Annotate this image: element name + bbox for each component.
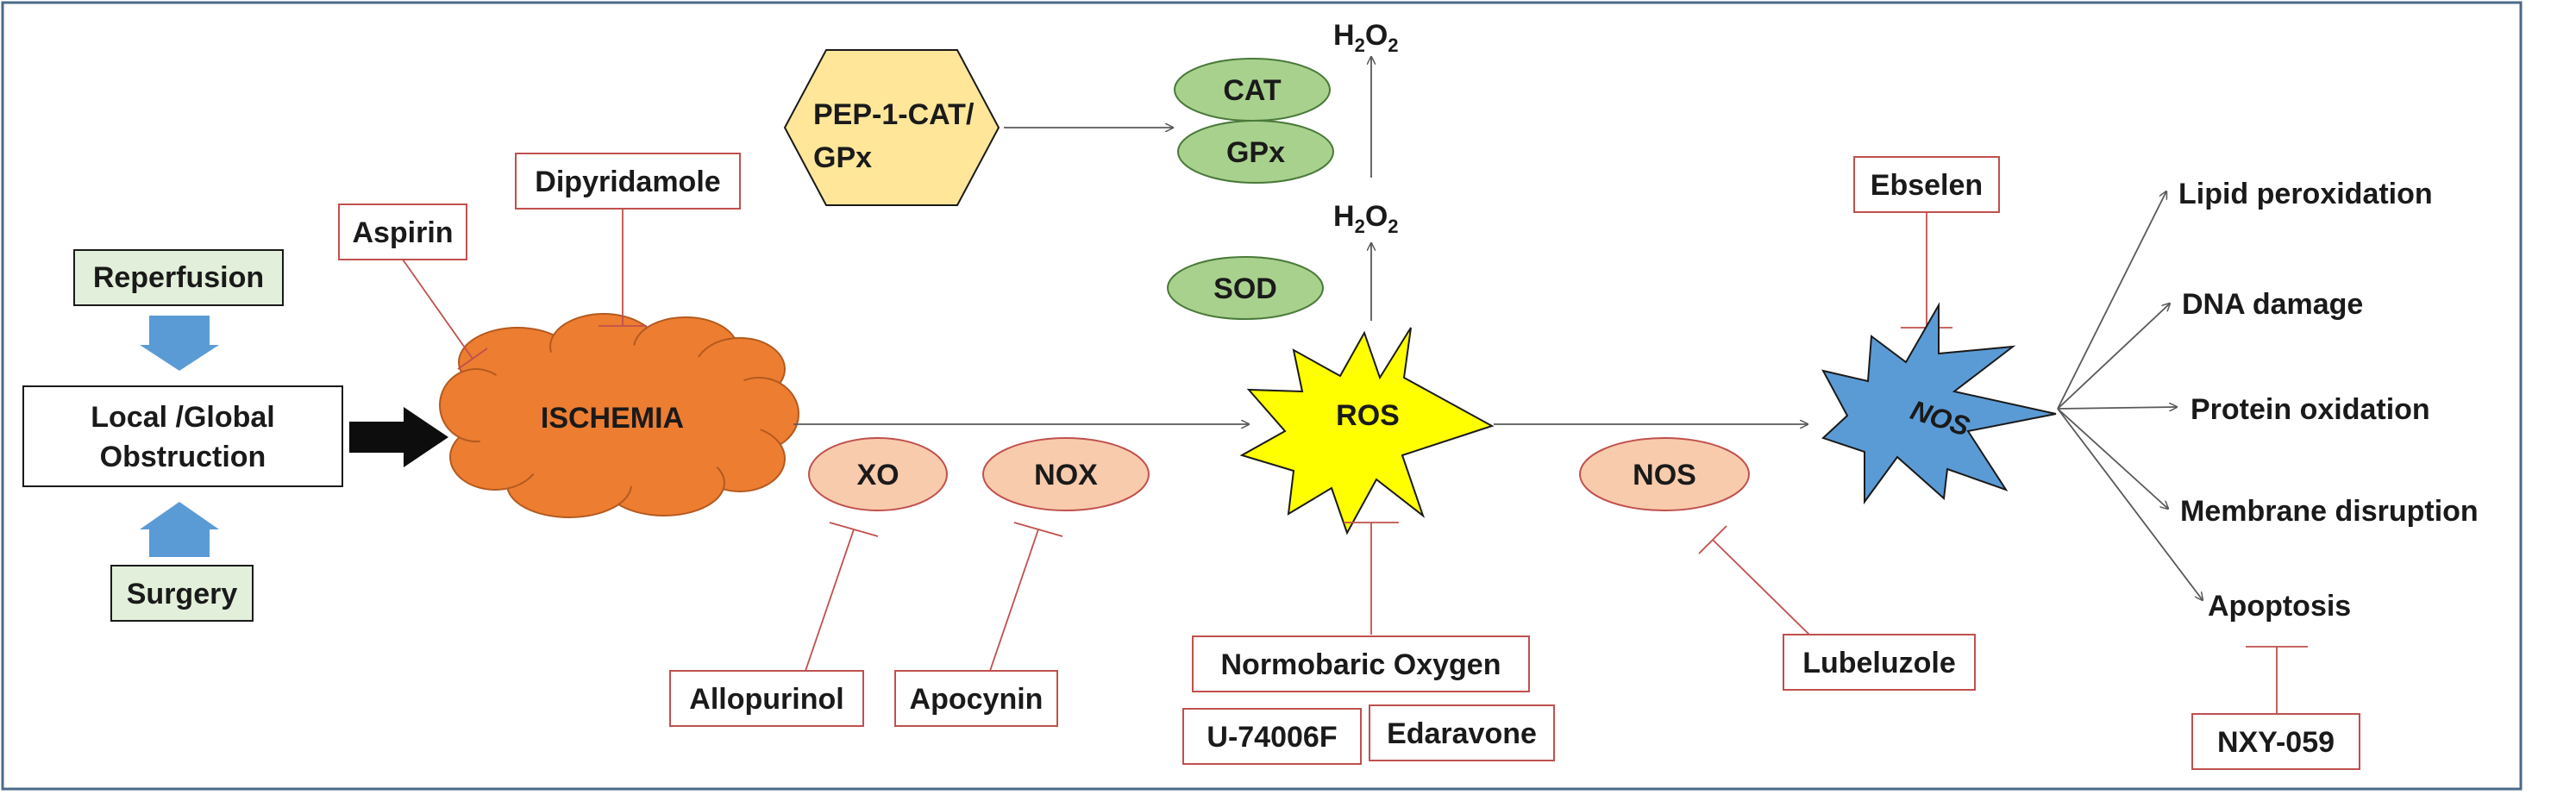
apocynin-inhibition: [989, 522, 1063, 672]
ischemia-cloud: ISCHEMIA: [439, 313, 799, 518]
nxy059-inhibition: [2246, 646, 2308, 714]
gpx-enzyme: GPx: [1177, 120, 1334, 184]
nxy059-box: NXY-059: [2191, 713, 2360, 770]
edaravone-box: Edaravone: [1369, 704, 1555, 761]
reperfusion-box: Reperfusion: [73, 249, 284, 306]
allopurinol-inhibition: [805, 522, 879, 672]
ros-star: ROS: [1239, 327, 1495, 535]
u74006f-box: U-74006F: [1182, 708, 1362, 765]
aspirin-box: Aspirin: [338, 203, 467, 260]
ischemia-label: ISCHEMIA: [541, 402, 684, 435]
reperfusion-down-arrow: [140, 316, 219, 371]
outcome-membrane-disruption: Membrane disruption: [2180, 495, 2479, 528]
cat-label: CAT: [1223, 74, 1282, 107]
lubeluzole-label: Lubeluzole: [1802, 647, 1956, 679]
nxy059-label: NXY-059: [2217, 726, 2335, 759]
surgery-up-arrow: [140, 502, 219, 557]
surgery-box: Surgery: [110, 565, 254, 622]
outcome-lipid-peroxidation: Lipid peroxidation: [2178, 178, 2433, 210]
normobaric-oxygen-box: Normobaric Oxygen: [1192, 635, 1530, 692]
aspirin-label: Aspirin: [352, 216, 453, 249]
xo-enzyme: XO: [808, 437, 948, 511]
outcome-protein-oxidation: Protein oxidation: [2191, 393, 2430, 426]
nox-enzyme: NOX: [982, 437, 1150, 511]
cat-enzyme: CAT: [1174, 58, 1331, 122]
nos-enzyme-label: NOS: [1633, 459, 1696, 491]
obstruction-label-line1: Local /Global: [91, 401, 274, 434]
pep1-cat-gpx-hexagon: PEP-1-CAT/ GPx: [783, 49, 1000, 206]
allopurinol-box: Allopurinol: [669, 670, 864, 727]
h2o2-top-label: H2O2: [1333, 19, 1399, 56]
nox-label: NOX: [1034, 459, 1098, 491]
nos-enzyme: NOS: [1579, 437, 1750, 511]
surgery-label: Surgery: [127, 578, 238, 610]
ebselen-box: Ebselen: [1853, 156, 2000, 213]
nos-star: NOS: [1821, 302, 2057, 505]
edaravone-label: Edaravone: [1387, 717, 1537, 750]
allopurinol-label: Allopurinol: [689, 683, 843, 716]
lubeluzole-box: Lubeluzole: [1783, 634, 1976, 691]
h2o2-mid-label: H2O2: [1333, 200, 1399, 237]
u74006f-label: U-74006F: [1207, 721, 1337, 754]
outcome-apoptosis: Apoptosis: [2208, 590, 2351, 623]
dipyridamole-label: Dipyridamole: [535, 166, 720, 198]
pep1-label-line2: GPx: [813, 141, 872, 174]
obstruction-to-ischemia-arrow: [349, 407, 448, 467]
dipyridamole-box: Dipyridamole: [515, 153, 741, 210]
nos-outcome-arrows: [2057, 191, 2203, 600]
apocynin-label: Apocynin: [910, 683, 1044, 716]
lubeluzole-inhibition: [1698, 525, 1810, 635]
sod-enzyme: SOD: [1167, 256, 1324, 320]
outcome-dna-damage: DNA damage: [2182, 288, 2363, 321]
dipyridamole-inhibition: [599, 209, 647, 327]
pep1-label-line1: PEP-1-CAT/: [813, 98, 975, 131]
xo-label: XO: [856, 459, 899, 491]
gpx-label: GPx: [1226, 136, 1285, 169]
obstruction-label-line2: Obstruction: [100, 441, 266, 473]
ros-inhibition: [1344, 522, 1399, 635]
apocynin-box: Apocynin: [894, 670, 1058, 727]
sod-label: SOD: [1213, 272, 1277, 305]
reperfusion-label: Reperfusion: [93, 261, 264, 294]
obstruction-box: Local /Global Obstruction: [22, 385, 343, 487]
ros-label: ROS: [1336, 399, 1400, 432]
normobaric-oxygen-label: Normobaric Oxygen: [1221, 648, 1501, 681]
aspirin-inhibition: [402, 259, 488, 370]
ebselen-label: Ebselen: [1871, 169, 1983, 202]
